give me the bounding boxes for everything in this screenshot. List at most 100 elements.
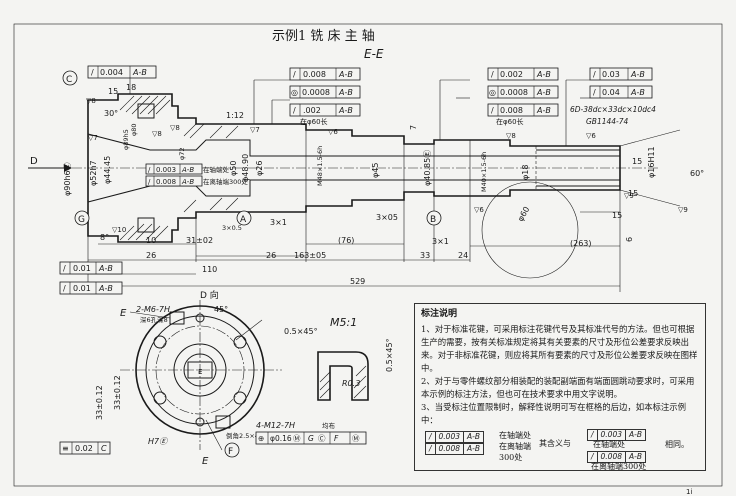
svg-text:4-M12-7H: 4-M12-7H [256,421,295,430]
svg-text:B: B [430,215,436,225]
svg-text:/: / [491,70,494,79]
svg-text:φ90h6Ⓔ: φ90h6Ⓔ [63,162,72,196]
fcf-mid-1: / 0.008 A-B [289,67,361,81]
fcf-mid-3-note: 在φ60长 [300,117,328,126]
svg-text:M40×1.5-6h: M40×1.5-6h [480,152,488,192]
svg-text:A-B: A-B [630,70,645,79]
svg-text:在轴端处: 在轴端处 [203,165,230,174]
svg-text:Ⓜ: Ⓜ [293,434,301,443]
svg-text:A-B: A-B [536,88,551,97]
example-a-note: 在轴端处 [499,431,531,440]
svg-text:26: 26 [266,251,276,260]
svg-text:0.0008: 0.0008 [500,88,528,97]
svg-text:φ48.90: φ48.90 [241,154,250,182]
svg-text:A-B: A-B [98,284,113,293]
svg-text:φ40.85Ⓔ: φ40.85Ⓔ [423,150,432,186]
fcf-mid-2: ◎ 0.0008 A-B [289,85,361,99]
page-mark: 1ⅰ [686,488,692,496]
svg-text:110: 110 [202,265,217,274]
svg-text:φ80: φ80 [130,123,138,136]
svg-text:Ⓜ: Ⓜ [352,434,360,443]
svg-text:/: / [63,264,66,273]
svg-text:(76): (76) [338,236,354,245]
svg-text:/: / [148,166,151,174]
svg-text:A-B: A-B [98,264,113,273]
svg-text:φ52h7: φ52h7 [89,160,98,186]
svg-text:A-B: A-B [338,70,353,79]
svg-text:φ26: φ26 [255,161,264,176]
svg-text:15: 15 [632,157,642,166]
svg-text:E: E [120,308,127,319]
svg-text:A-B: A-B [181,166,194,174]
svg-text:M5:1: M5:1 [330,316,357,329]
datum-C: C [62,70,78,86]
datum-G: G [74,210,90,226]
svg-text:G: G [78,215,85,225]
svg-text:26: 26 [146,251,156,260]
svg-text:▽8: ▽8 [170,124,180,132]
example-d-note: 在离轴端300处 [591,462,647,471]
svg-text:R0.3: R0.3 [342,379,360,388]
svg-text:E: E [202,456,209,467]
svg-text:C: C [101,444,107,453]
svg-text:≡: ≡ [62,444,69,453]
fcf-far-1: / 0.03 A-B [589,67,653,81]
datum-D-label: D [30,156,38,167]
svg-text:A-B: A-B [181,178,194,186]
svg-text:0.002: 0.002 [500,70,523,79]
svg-text:33: 33 [420,251,430,260]
svg-text:45°: 45° [214,305,228,314]
fcf-flatness: ≡ 0.02 C [59,441,111,455]
svg-text:33±0.12: 33±0.12 [113,375,122,410]
svg-text:φ89h5: φ89h5 [122,129,130,150]
svg-text:0.003: 0.003 [156,166,176,174]
notes-panel: 标注说明 1、对于标准花键，可采用标注花键代号及其标准代号的方法。但也可根据生产… [414,303,706,471]
note-2: 2、对于与零件螺纹部分相装配的装配副端面有端面圆跳动要求时，可采用本示例的标注方… [421,376,695,399]
section-label: E-E [364,47,384,61]
hatch-front-bottom [119,197,239,241]
svg-text:163±05: 163±05 [294,251,326,260]
svg-text:C: C [66,75,72,85]
fcf-inner-1: / 0.003 A-B 在轴端处 [145,163,230,175]
svg-text:▽10: ▽10 [112,226,126,234]
svg-text:/: / [148,178,151,186]
note-1: 1、对于标准花键，可采用标注花键代号及其标准代号的方法。但也可根据生产的需要，按… [421,324,698,373]
svg-text:/: / [593,70,596,79]
fcf-inner-2: / 0.008 A-B 在离轴端300处 [145,175,248,187]
svg-text:18: 18 [126,83,136,92]
svg-text:0.01: 0.01 [73,284,91,293]
svg-text:0.5×45°: 0.5×45° [284,327,318,336]
svg-text:1:12: 1:12 [226,111,244,120]
example-mid: 其含义与 [539,439,571,448]
spindle-section-view [28,74,681,292]
svg-text:⊕: ⊕ [258,434,264,443]
svg-text:/: / [593,88,596,97]
svg-text:0.008: 0.008 [500,106,523,115]
svg-text:▽9: ▽9 [678,206,688,214]
detail-labels: M5:1 0.5×45° 0.5×45° R0.3 [284,316,394,388]
fcf-bottom-left-2: / 0.01 A-B [59,281,123,295]
svg-text:φ45: φ45 [371,163,380,178]
note-3: 3、当受标注位置限制时，解释性说明可写在框格的后边，如本标注示例中： [421,402,686,425]
svg-text:H7Ⓔ: H7Ⓔ [148,437,169,446]
detail-view-M5 [317,351,369,401]
svg-text:7: 7 [409,125,418,130]
fcf-right-1: / 0.002 A-B [487,67,559,81]
svg-text:0.03: 0.03 [602,70,620,79]
svg-text:▽8: ▽8 [506,132,516,140]
svg-text:15: 15 [628,189,638,198]
svg-text:φ0.16: φ0.16 [270,434,292,443]
end-view-labels: D 向 E E E 2-M6-7H 深6孔深8 45° 33±0.12 33±0… [95,289,336,467]
svg-text:/: / [63,284,66,293]
svg-text:10: 10 [146,236,156,245]
svg-text:▽7: ▽7 [250,126,260,134]
svg-text:Ⓒ: Ⓒ [318,434,326,443]
svg-text:(263): (263) [570,239,592,248]
svg-text:0.5×45°: 0.5×45° [385,338,394,372]
svg-text:6D-38dc×33dc×10dc4: 6D-38dc×33dc×10dc4 [570,105,656,114]
svg-text:M48×1.5-6h: M48×1.5-6h [316,146,324,186]
svg-text:30°: 30° [104,109,118,118]
svg-text:A-B: A-B [338,106,353,115]
svg-text:0.008: 0.008 [156,178,176,186]
